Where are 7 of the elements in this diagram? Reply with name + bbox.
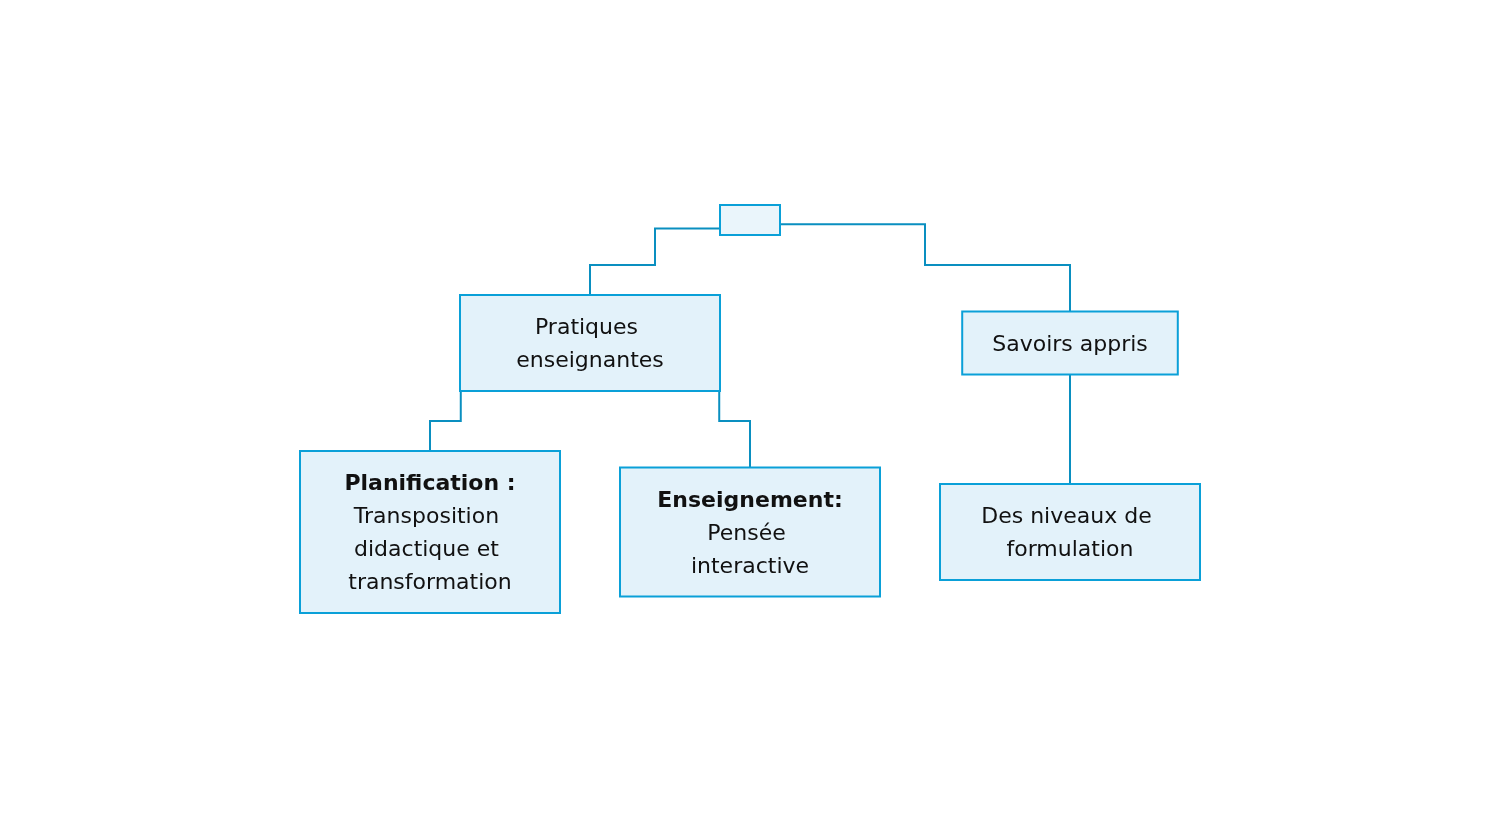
node-box: Enseignement: Pensée interactive [618,466,881,598]
node-box [718,204,781,236]
node-box: Planification : Transposition didactique et transformation [298,450,561,614]
connector [1068,373,1071,485]
node-box: Savoirs appris [960,310,1179,376]
node-box: Pratiques enseignantes [458,294,721,392]
node-box: Des niveaux de formulation [938,483,1201,581]
